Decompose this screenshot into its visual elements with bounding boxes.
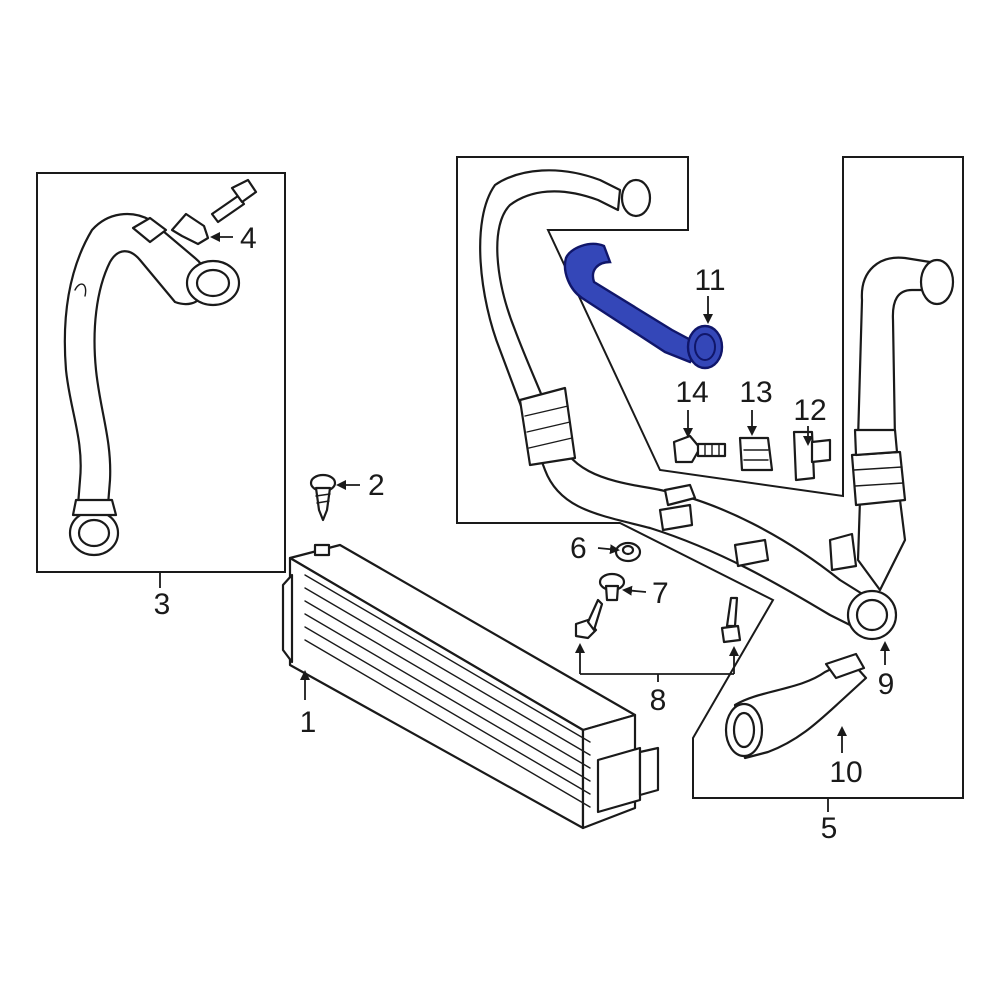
part-12-clamp: [792, 430, 832, 482]
part-6-grommet: [614, 541, 642, 563]
part-7-bolt: [598, 572, 626, 602]
part-10-hose: [724, 652, 868, 760]
part-5-riser-hose: [850, 256, 955, 592]
group-box-5-outline: [456, 156, 964, 799]
part-11-highlighted-hose: [563, 242, 724, 370]
leader-lines: [159, 232, 890, 812]
part-4-sensor: [170, 178, 258, 246]
callout-10: 10: [829, 756, 862, 789]
callout-12: 12: [793, 394, 826, 427]
callout-4: 4: [240, 222, 257, 255]
part-1-intercooler: [281, 543, 660, 830]
callout-1: 1: [300, 706, 317, 739]
leader-7: [622, 585, 647, 596]
callout-8: 8: [650, 684, 667, 717]
part-13-clip: [738, 436, 774, 472]
part-8-bolts: [574, 596, 742, 644]
callout-3: 3: [154, 588, 171, 621]
callout-9: 9: [878, 668, 895, 701]
part-2-screw: [309, 473, 337, 522]
callout-11: 11: [694, 264, 725, 297]
callout-7: 7: [652, 577, 669, 610]
part-9-pipe: [479, 169, 898, 641]
callout-13: 13: [739, 376, 772, 409]
part-3-hose: [63, 213, 241, 557]
callout-2: 2: [368, 469, 385, 502]
group-box-3: [36, 172, 286, 573]
callout-6: 6: [570, 532, 587, 565]
callout-labels: 1 2 3 4 5 6 7 8 9 10 11 12 13 14: [154, 222, 895, 845]
part-14-bolt: [672, 434, 727, 464]
leader-6: [597, 544, 620, 555]
callout-5: 5: [821, 812, 838, 845]
callout-14: 14: [675, 376, 708, 409]
